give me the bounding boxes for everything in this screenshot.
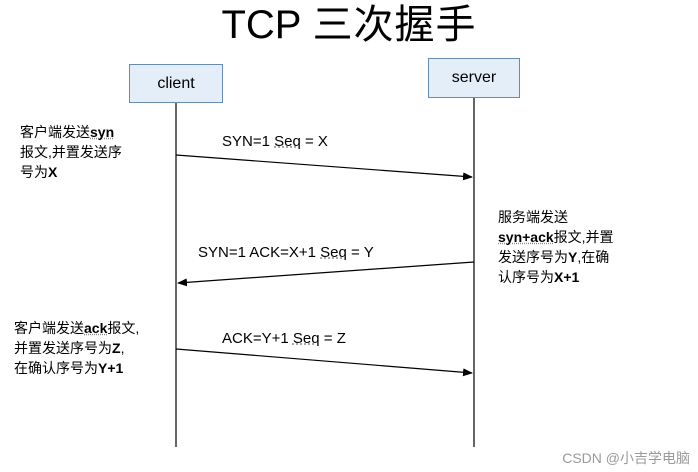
note-keyword: Z	[112, 340, 121, 356]
note-keyword: Y	[568, 249, 578, 265]
syn-ack-message-seq: Seq	[320, 244, 347, 261]
note-text: ,	[120, 340, 125, 356]
note-text: 客户端发送	[14, 320, 84, 336]
ack-message-seq: Seq	[292, 330, 320, 347]
note-keyword: X+1	[554, 269, 580, 285]
note-text: 号为	[20, 164, 48, 180]
server-label: server	[451, 69, 497, 86]
note-keyword: syn+ack	[498, 229, 554, 245]
note-keyword: Y+1	[98, 360, 124, 376]
client-label: client	[157, 74, 195, 92]
note-text: ,在确	[577, 249, 610, 265]
note-keyword: ack	[84, 320, 108, 336]
page-title: TCP 三次握手	[0, 2, 698, 48]
title-latin: TCP	[221, 3, 302, 47]
ack-message-value: = Z	[319, 330, 346, 347]
syn-message-text: SYN=1	[222, 133, 275, 150]
client-node: client	[129, 64, 223, 103]
ack-arrow	[175, 348, 473, 377]
note-text: 报文,并置	[553, 229, 614, 245]
syn-message: SYN=1 Seq = X	[222, 133, 328, 150]
note-keyword: X	[48, 164, 58, 180]
syn-ack-arrow	[177, 261, 475, 287]
syn-message-seq: Seq	[274, 133, 301, 150]
ack-message: ACK=Y+1 Seq = Z	[222, 330, 346, 347]
note-text: 报文,	[107, 320, 140, 336]
note-text: 认序号为	[498, 269, 554, 285]
client-note-1: 客户端发送syn 报文,并置发送序 号为X	[20, 122, 170, 182]
server-node: server	[428, 58, 520, 98]
note-text: 报文,并置发送序	[20, 144, 122, 160]
note-text: 客户端发送	[20, 124, 90, 140]
note-text: 发送序号为	[498, 249, 568, 265]
note-text: 服务端发送	[498, 209, 568, 225]
client-note-2: 客户端发送ack报文, 并置发送序号为Z, 在确认序号为Y+1	[14, 318, 174, 378]
server-note-1: 服务端发送 syn+ack报文,并置 发送序号为Y,在确 认序号为X+1	[498, 207, 668, 287]
syn-arrow	[175, 154, 473, 181]
syn-ack-message: SYN=1 ACK=X+1 Seq = Y	[198, 244, 374, 261]
note-keyword: syn	[90, 124, 115, 140]
syn-ack-message-text: SYN=1 ACK=X+1	[198, 244, 321, 261]
ack-message-text: ACK=Y+1	[222, 330, 293, 347]
watermark: CSDN @小吉学电脑	[562, 450, 690, 466]
title-cn: 三次握手	[312, 2, 477, 48]
note-text: 在确认序号为	[14, 360, 98, 376]
syn-ack-message-value: = Y	[346, 244, 374, 261]
syn-message-value: = X	[300, 133, 328, 150]
note-text: 并置发送序号为	[14, 340, 112, 356]
